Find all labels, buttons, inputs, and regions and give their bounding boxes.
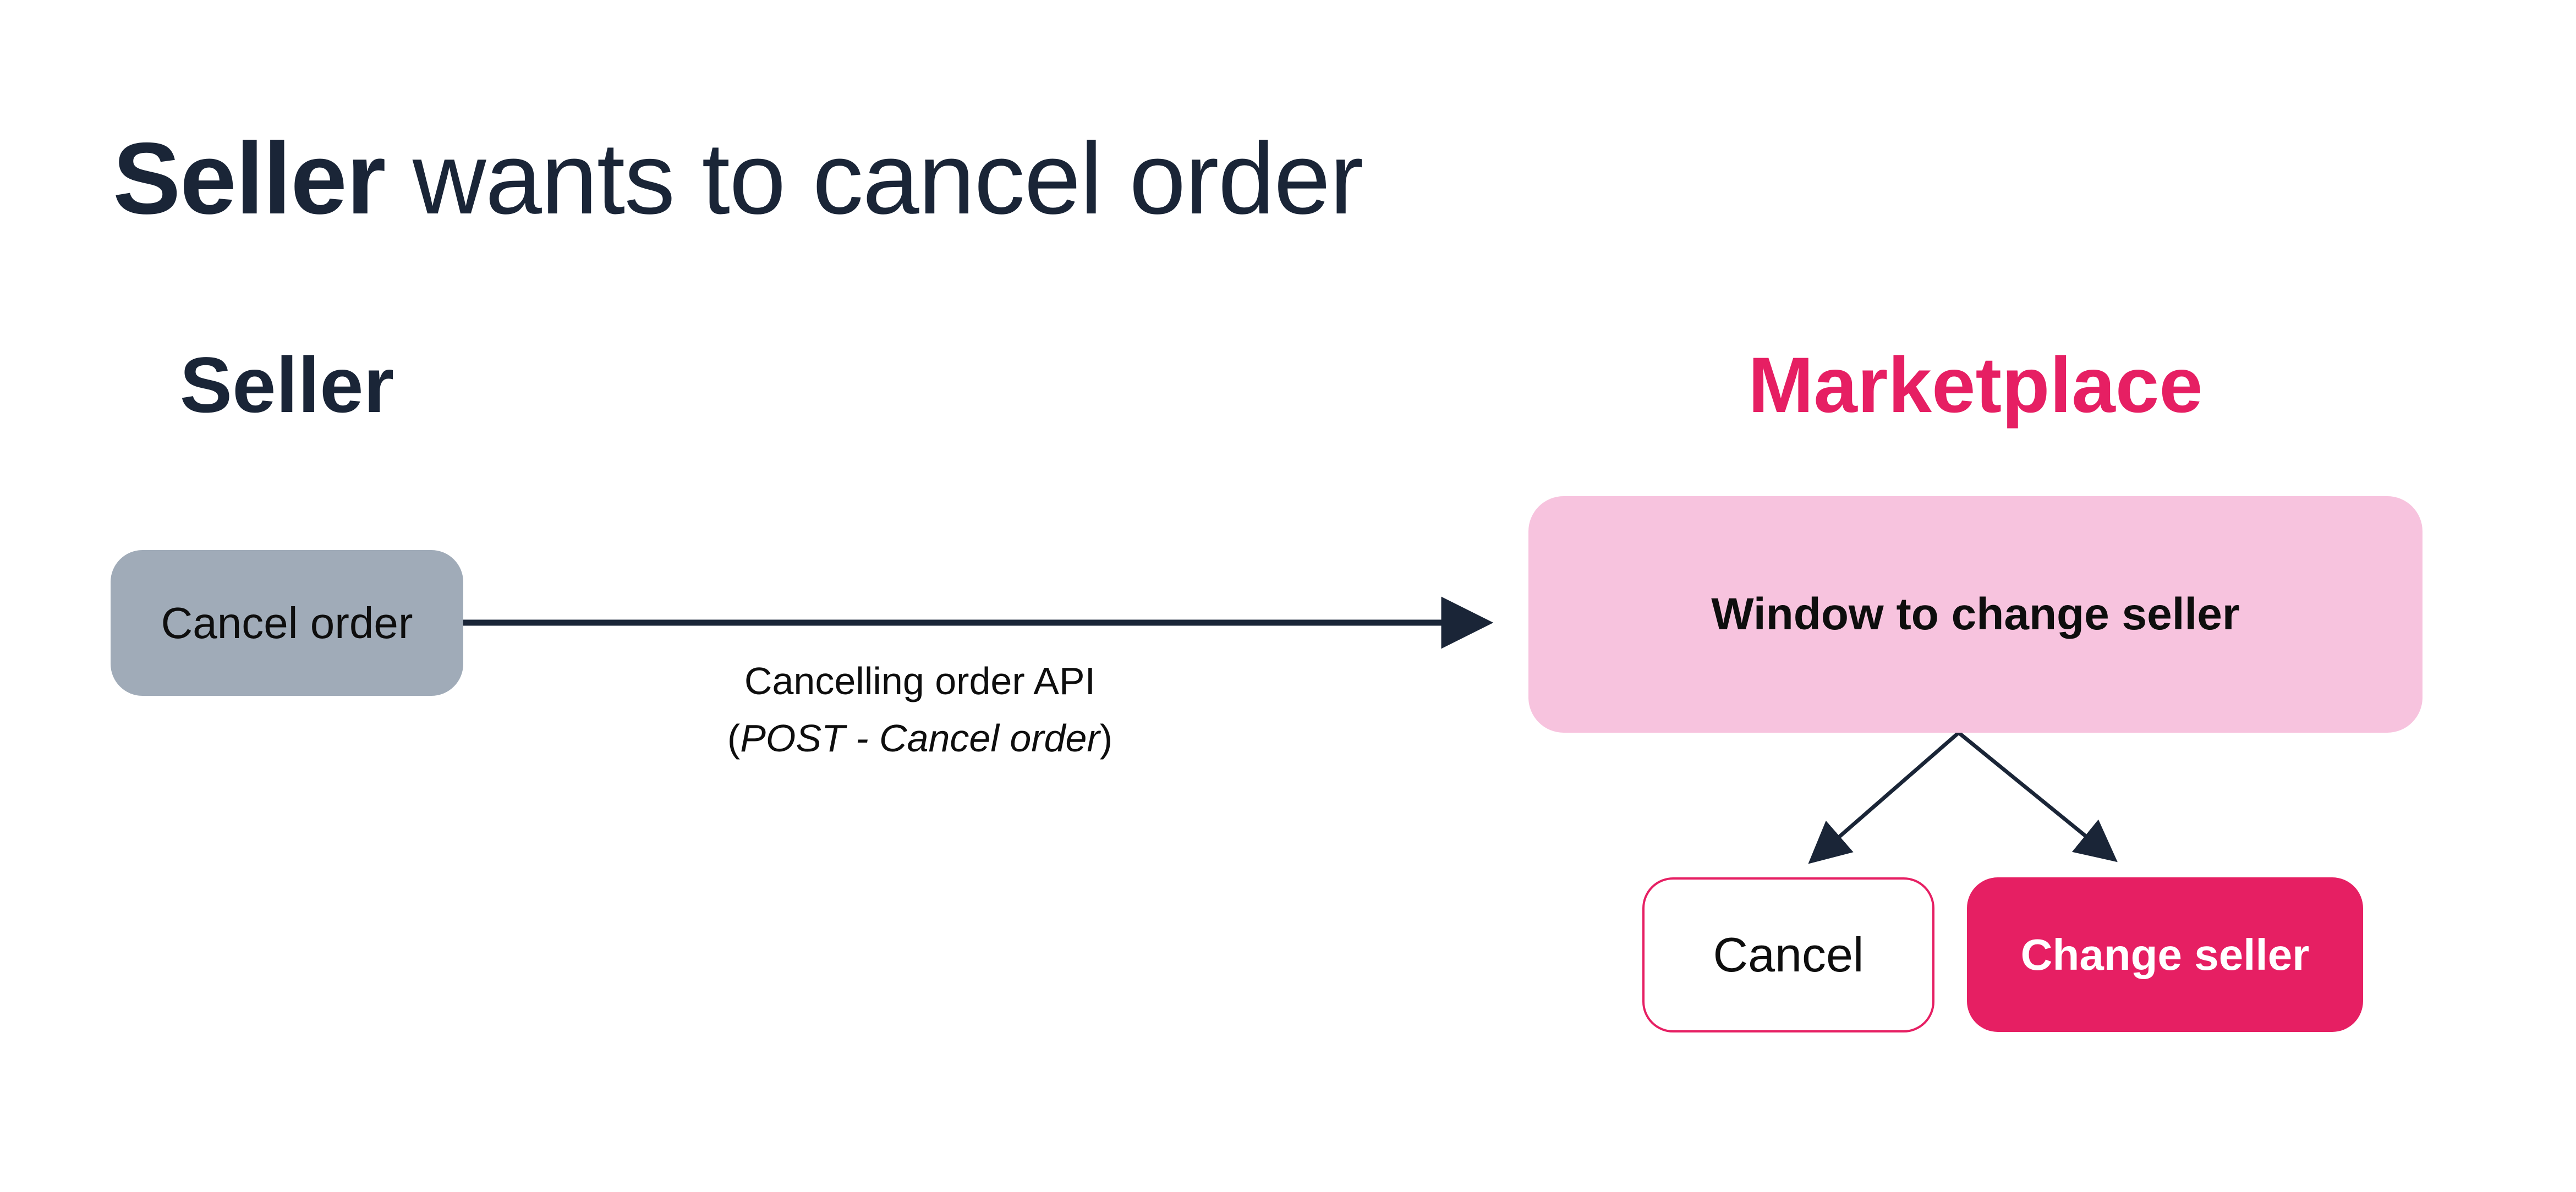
cancel-button[interactable]: Cancel bbox=[1642, 877, 1934, 1032]
branch-arrow-left bbox=[1808, 731, 1960, 864]
cancel-order-node: Cancel order bbox=[111, 550, 463, 696]
title-rest: wants to cancel order bbox=[385, 122, 1363, 235]
api-caption-method: POST - Cancel order bbox=[740, 717, 1100, 760]
window-node-label: Window to change seller bbox=[1711, 589, 2240, 639]
cancel-order-label: Cancel order bbox=[161, 598, 413, 647]
api-caption-line2: (POST - Cancel order) bbox=[535, 710, 1305, 767]
api-caption-line1: Cancelling order API bbox=[744, 660, 1096, 702]
title-emphasis: Seller bbox=[113, 122, 386, 235]
api-caption-close-paren: ) bbox=[1099, 717, 1113, 760]
marketplace-lane-heading: Marketplace bbox=[1748, 342, 2203, 429]
window-to-change-seller-node: Window to change seller bbox=[1528, 496, 2422, 733]
change-seller-button[interactable]: Change seller bbox=[1967, 877, 2363, 1032]
branch-arrow-right bbox=[1957, 731, 2118, 863]
slide-title: Seller wants to cancel order bbox=[113, 118, 1363, 240]
change-seller-button-label: Change seller bbox=[2020, 930, 2310, 979]
cancel-button-label: Cancel bbox=[1713, 927, 1864, 982]
api-caption-open-paren: ( bbox=[727, 717, 741, 760]
api-arrow-caption: Cancelling order API (POST - Cancel orde… bbox=[535, 652, 1305, 767]
seller-lane-heading: Seller bbox=[179, 342, 394, 429]
